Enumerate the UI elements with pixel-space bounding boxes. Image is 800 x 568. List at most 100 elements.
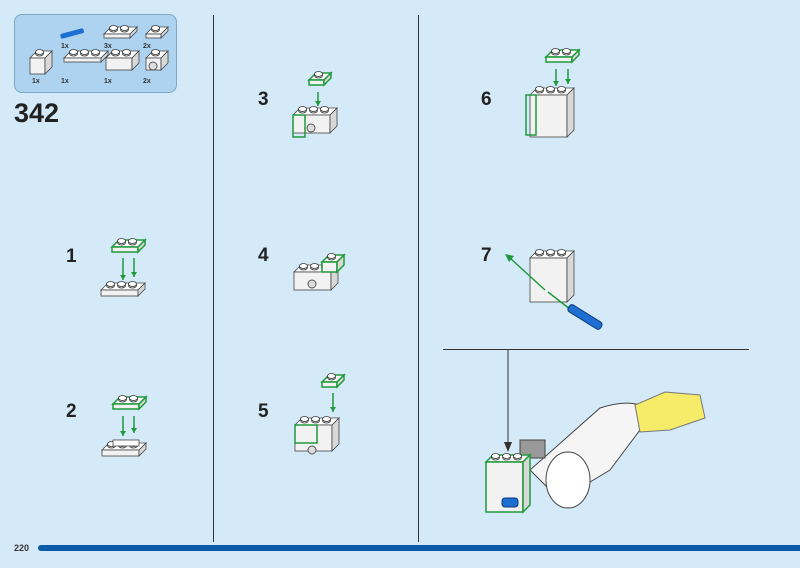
brick-front — [308, 79, 325, 86]
brick-side — [323, 71, 332, 87]
brick-front — [101, 449, 140, 457]
stud-top — [109, 25, 118, 31]
pin-hole — [148, 61, 158, 71]
stud-top — [322, 416, 331, 422]
yellow-claw — [634, 391, 706, 433]
step-number: 7 — [481, 245, 492, 266]
stud-top — [151, 49, 160, 55]
arrow-head — [553, 81, 559, 86]
step-number: 4 — [258, 245, 269, 266]
arrow — [509, 257, 546, 291]
stud-top — [314, 71, 323, 77]
brick-side — [129, 26, 138, 39]
brick-side — [522, 453, 531, 514]
stud-top — [546, 249, 555, 255]
stud-top — [557, 249, 566, 255]
brick-front — [529, 257, 568, 303]
stud-top — [299, 263, 308, 269]
arrow-head — [565, 79, 571, 84]
divider — [418, 15, 419, 542]
step-number: 5 — [258, 401, 269, 422]
brick-front — [105, 57, 133, 71]
part-qty: 1x — [32, 78, 40, 85]
stud-top — [562, 48, 571, 54]
blue-pin — [501, 497, 519, 508]
pin-hole — [307, 279, 317, 289]
stud-top — [320, 106, 329, 112]
stud-top — [128, 281, 137, 287]
divider — [443, 349, 749, 350]
step-number: 6 — [481, 89, 492, 110]
brick-side — [329, 107, 338, 134]
brick-front — [29, 57, 46, 75]
pin-hole — [307, 445, 317, 455]
stud-top — [557, 86, 566, 92]
page-bar — [38, 545, 800, 551]
blue-pin-part — [60, 28, 84, 39]
brick-side — [571, 48, 580, 64]
stud-top — [111, 49, 120, 55]
model-dome — [545, 451, 591, 509]
stud-top — [120, 25, 129, 31]
brick-side — [100, 50, 109, 63]
grey-part — [519, 439, 546, 459]
stud-top — [91, 49, 100, 55]
stud-top — [513, 453, 522, 459]
page-number: 220 — [14, 543, 30, 553]
pin-hole — [306, 123, 316, 133]
plate — [112, 439, 140, 447]
brick-front — [145, 33, 162, 39]
brick-front — [112, 403, 140, 410]
stud-top — [535, 86, 544, 92]
stud-top — [117, 238, 126, 244]
arrow-head — [120, 431, 126, 436]
blue-pin — [567, 304, 603, 330]
stud-top — [551, 48, 560, 54]
stud-top — [69, 49, 78, 55]
highlight — [525, 94, 537, 136]
brick-side — [566, 250, 575, 303]
stud-top — [311, 416, 320, 422]
brick-front — [321, 381, 338, 388]
arrow-head — [505, 254, 514, 262]
part-qty: 3x — [104, 43, 112, 50]
stud-top — [327, 373, 336, 379]
stud-top — [300, 416, 309, 422]
arrow-head — [131, 272, 137, 277]
brick-side — [137, 282, 146, 297]
set-number: 342 — [14, 98, 60, 128]
brick-side — [137, 238, 146, 254]
part-qty: 2x — [143, 78, 151, 85]
highlight — [292, 114, 306, 138]
brick-front — [545, 56, 573, 63]
brick-side — [160, 50, 169, 71]
stud-top — [491, 453, 500, 459]
brick-side — [336, 253, 345, 274]
brick-side — [336, 373, 345, 389]
arrow-head — [120, 275, 126, 280]
stud-top — [151, 25, 160, 31]
brick-front — [321, 261, 338, 273]
stud-top — [80, 49, 89, 55]
stud-top — [106, 281, 115, 287]
brick-side — [44, 50, 53, 75]
brick-side — [566, 87, 575, 138]
arrow-head — [330, 407, 336, 412]
brick-front — [103, 33, 131, 39]
highlight — [294, 424, 318, 444]
stud-top — [129, 395, 138, 401]
part-qty: 1x — [104, 78, 112, 85]
stud-top — [35, 49, 44, 55]
stud-top — [502, 453, 511, 459]
brick-side — [160, 26, 169, 39]
brick-side — [131, 50, 140, 71]
stud-top — [122, 49, 131, 55]
brick-side — [331, 417, 340, 452]
step-number: 3 — [258, 89, 269, 110]
brick-side — [138, 395, 147, 411]
stud-top — [298, 106, 307, 112]
stud-top — [117, 281, 126, 287]
stud-top — [535, 249, 544, 255]
stud-top — [310, 263, 319, 269]
